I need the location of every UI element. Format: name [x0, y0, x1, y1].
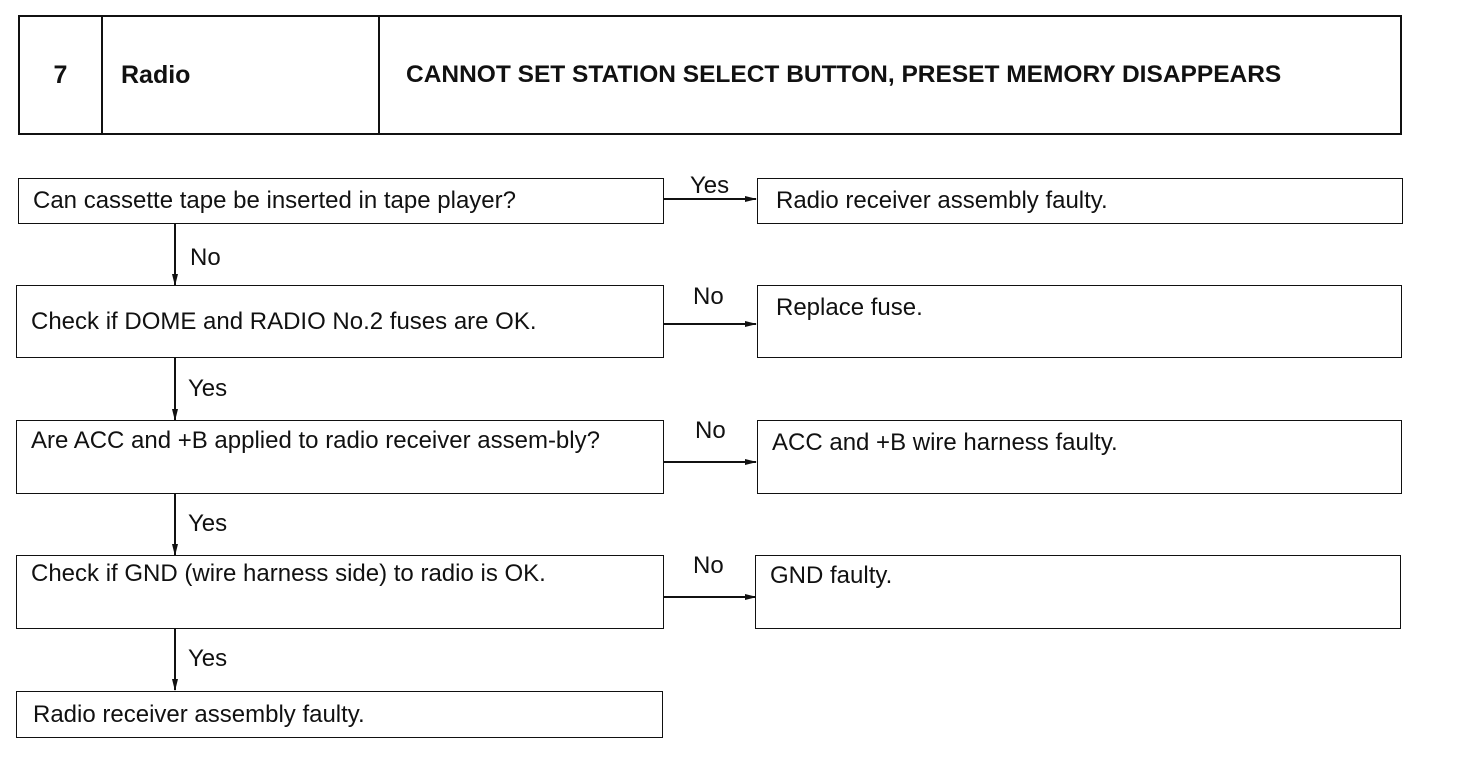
- header-number: 7: [20, 17, 103, 133]
- final-result: Radio receiver assembly faulty.: [33, 700, 365, 728]
- step3-result-box: ACC and +B wire harness faulty.: [757, 420, 1402, 494]
- step1-result-box: Radio receiver assembly faulty.: [757, 178, 1403, 224]
- step4-question: Check if GND (wire harness side) to radi…: [31, 560, 546, 587]
- step4-down-label: Yes: [188, 645, 228, 672]
- final-result-box: Radio receiver assembly faulty.: [16, 691, 663, 738]
- step1-question-box: Can cassette tape be inserted in tape pl…: [18, 178, 664, 224]
- step4-result: GND faulty.: [770, 562, 893, 589]
- step2-result-box: Replace fuse.: [757, 285, 1402, 358]
- step1-side-label: Yes: [690, 172, 730, 199]
- header-title: CANNOT SET STATION SELECT BUTTON, PRESET…: [406, 61, 1282, 88]
- step2-side-label: No: [693, 283, 724, 310]
- step2-question: Check if DOME and RADIO No.2 fuses are O…: [31, 307, 537, 335]
- step1-result: Radio receiver assembly faulty.: [776, 187, 1108, 214]
- step2-down-label: Yes: [188, 375, 228, 402]
- step3-down-label: Yes: [188, 510, 228, 537]
- step3-result: ACC and +B wire harness faulty.: [772, 429, 1118, 456]
- step3-side-label: No: [695, 417, 726, 444]
- step1-question: Can cassette tape be inserted in tape pl…: [33, 187, 516, 214]
- step3-question-box: Are ACC and +B applied to radio receiver…: [16, 420, 664, 494]
- step1-down-label: No: [190, 244, 221, 271]
- step2-result: Replace fuse.: [776, 294, 923, 321]
- step4-result-box: GND faulty.: [755, 555, 1401, 629]
- step4-question-box: Check if GND (wire harness side) to radi…: [16, 555, 664, 629]
- step4-side-label: No: [693, 552, 724, 579]
- header-system: Radio: [103, 17, 380, 133]
- step2-question-box: Check if DOME and RADIO No.2 fuses are O…: [16, 285, 664, 358]
- step3-question: Are ACC and +B applied to radio receiver…: [31, 427, 600, 454]
- header-table: 7 Radio CANNOT SET STATION SELECT BUTTON…: [18, 15, 1402, 135]
